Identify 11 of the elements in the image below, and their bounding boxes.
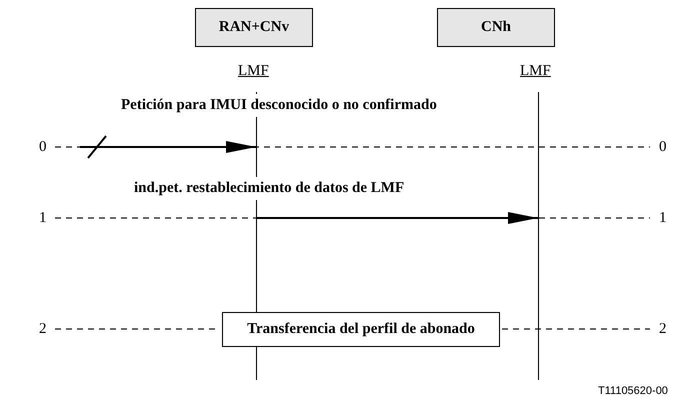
entity-box: RAN+CNv: [195, 8, 313, 47]
entity-label: LMF: [238, 64, 269, 79]
figure-id: T11105620-00: [598, 384, 668, 399]
process-box: Transferencia del perfil de abonado: [222, 312, 500, 347]
message-arrow: [256, 212, 538, 224]
message-arrow: [79, 135, 257, 159]
message-label: ind.pet. restablecimiento de datos de LMF: [134, 177, 404, 200]
entity-label: LMF: [520, 64, 551, 79]
lifeline: [538, 92, 539, 380]
message-label: Petición para IMUI desconocido o no confirmado: [121, 94, 437, 116]
entity-box: CNh: [437, 8, 555, 47]
